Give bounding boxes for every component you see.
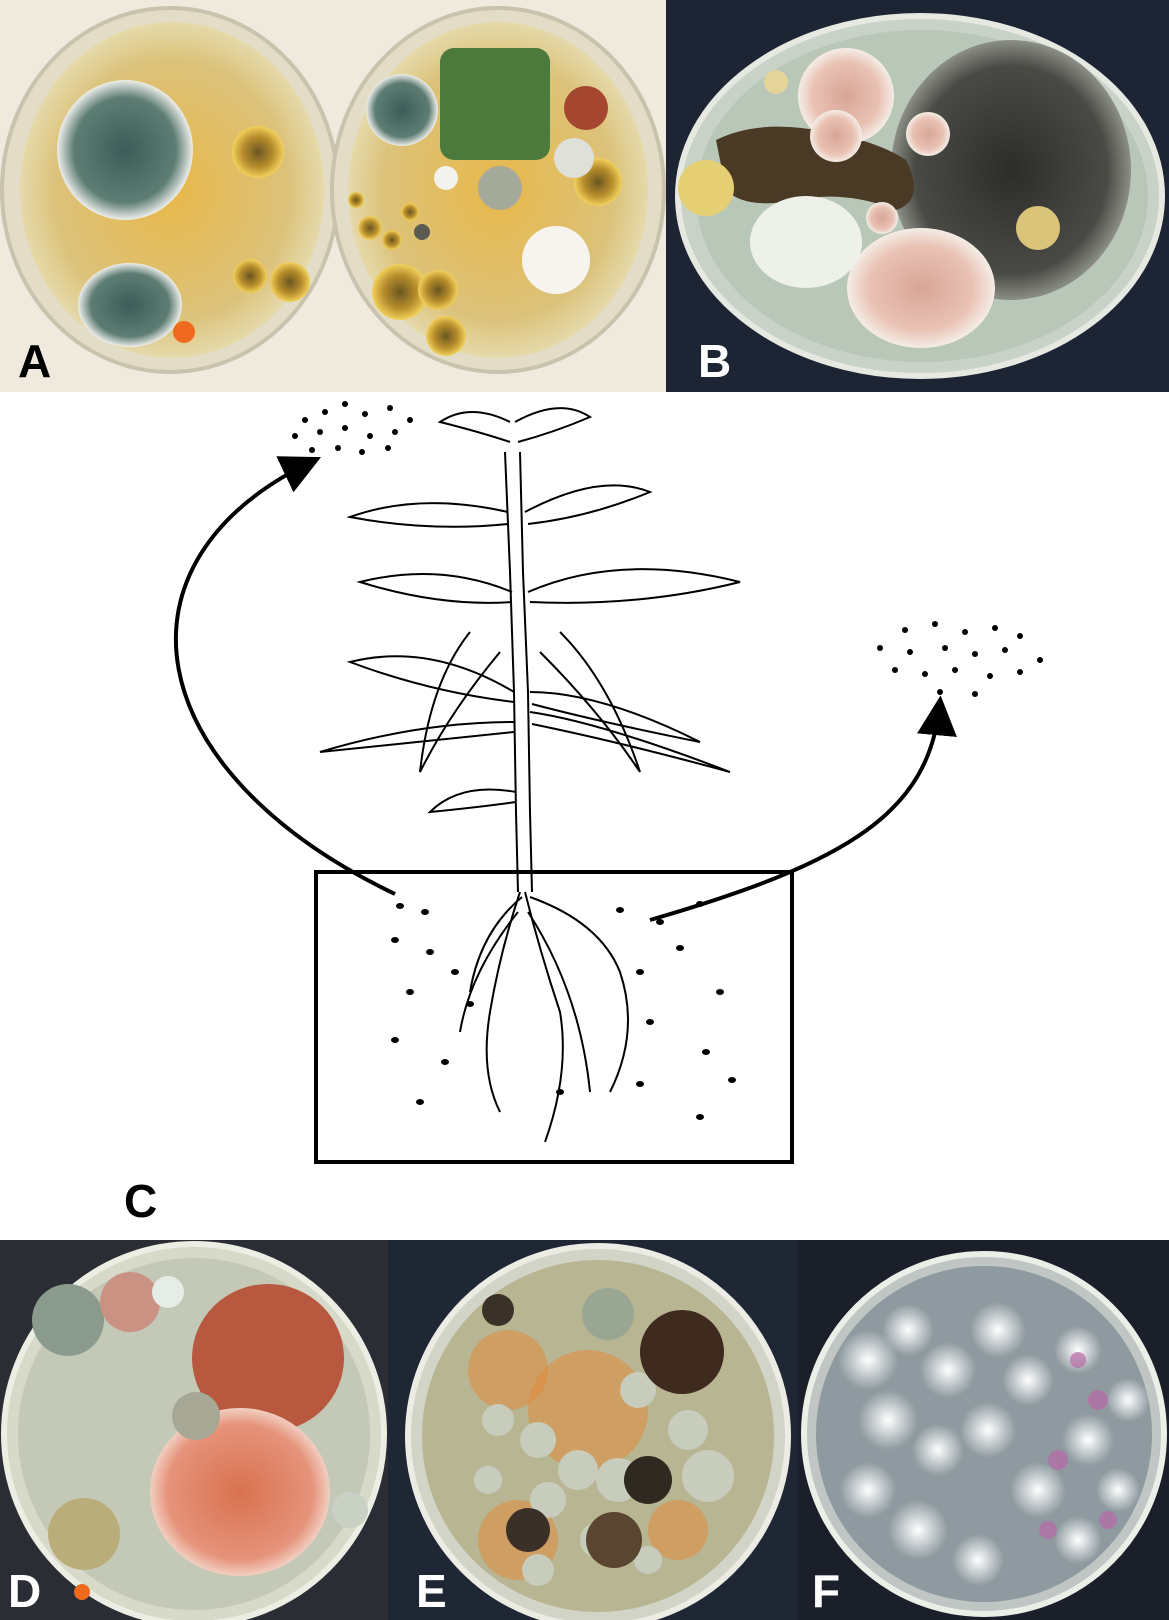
left-arrow [173,456,396,896]
panel-label-a: A [18,335,52,387]
right-arrow [649,695,957,922]
panel-d-photo [0,1240,388,1620]
spores-top [292,401,413,455]
panel-b-photo [666,0,1169,392]
panel-label-c: C [124,1175,158,1227]
panel-c-image [0,392,1169,1240]
panel-label-e: E [416,1565,447,1617]
panel-f-photo [798,1240,1169,1620]
panel-b-image [666,0,1169,392]
soil-spores [391,901,736,1120]
panel-e-image [388,1240,798,1620]
spores-right [877,621,1043,697]
panel-label-d: D [8,1565,42,1617]
panel-a-image [0,0,666,392]
panel-label-b: B [698,335,732,387]
panel-a-photo [0,0,666,392]
panel-c-illustration [0,392,1169,1240]
panel-f-image [798,1240,1169,1620]
root-zone-box [314,870,794,1164]
panel-d-image [0,1240,388,1620]
panel-e-photo [388,1240,798,1620]
plant-drawing [319,407,741,1143]
panel-label-f: F [812,1565,841,1617]
